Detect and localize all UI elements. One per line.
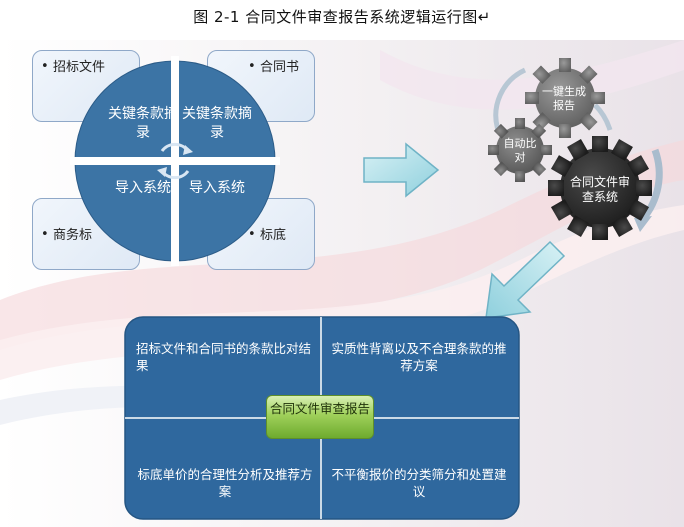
card-label: 合同书 [260, 60, 300, 75]
quadrant-key-clauses-left: 关键条款摘录 [108, 106, 178, 141]
card-label: 商务标 [53, 228, 93, 243]
quadrant-import-left: 导入系统 [115, 180, 171, 196]
matrix-cell-unbalanced-quote: 不平衡报价的分类筛分和处置建议 [331, 467, 507, 499]
cycle-arrows-icon [157, 142, 193, 180]
quadrant-import-right: 导入系统 [189, 180, 245, 196]
gears-group [488, 58, 663, 240]
review-report-button[interactable]: 合同文件审查报告 [266, 395, 374, 439]
matrix-cell-deviation-recommendation: 实质性背离以及不合理条款的推荐方案 [331, 341, 507, 373]
gear-top-icon [525, 58, 605, 138]
down-left-arrow-icon [485, 240, 566, 319]
figure-caption: 图 2-1 合同文件审查报告系统逻辑运行图↵ [193, 8, 491, 26]
gear-left-icon [488, 118, 552, 182]
gear-main-icon [548, 136, 652, 240]
gear-main-label: 合同文件审查系统 [569, 175, 630, 204]
card-label: 标底 [260, 228, 287, 243]
card-label: 招标文件 [53, 60, 106, 75]
gear-top-label: 一键生成报告 [542, 85, 586, 112]
matrix-cell-unit-price-analysis: 标底单价的合理性分析及推荐方案 [137, 467, 313, 499]
process-circle [70, 56, 280, 266]
quadrant-key-clauses-right: 关键条款摘录 [182, 106, 252, 141]
gear-left-label: 自动比对 [503, 137, 537, 164]
right-arrow-icon [363, 142, 440, 198]
matrix-cell-clause-comparison: 招标文件和合同书的条款比对结果 [136, 341, 312, 373]
